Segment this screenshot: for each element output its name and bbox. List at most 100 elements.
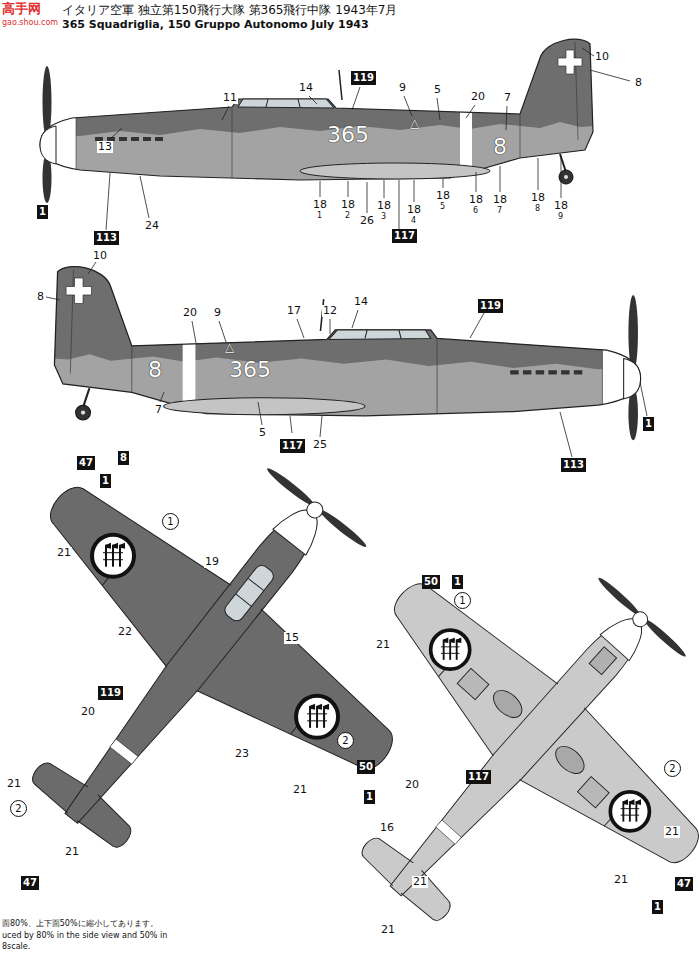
callout-text: 8 bbox=[120, 452, 127, 463]
callout-text: 50 bbox=[424, 576, 438, 587]
callout-text: 1 bbox=[645, 418, 652, 429]
watermark: gao.shou.com bbox=[2, 19, 58, 28]
callout-number: 20 bbox=[182, 307, 198, 319]
callout-number: 21 bbox=[380, 924, 396, 936]
boxed-callout: 117 bbox=[466, 770, 491, 784]
callout-number: 5 bbox=[258, 427, 267, 439]
circled-callout: 2 bbox=[10, 800, 27, 817]
title-text: イタリア空軍 独立第150飛行大隊 第365飛行中隊 1943年7月 bbox=[62, 3, 397, 17]
circled-callout: 2 bbox=[664, 760, 681, 777]
callout-number: 18 bbox=[376, 200, 392, 212]
sub-number: 5 bbox=[439, 203, 446, 212]
callout-text: 117 bbox=[468, 771, 489, 782]
side-view-left bbox=[30, 20, 620, 203]
boxed-callout: 113 bbox=[561, 458, 586, 472]
callout-text: 117 bbox=[282, 440, 303, 451]
callout-number: 8 bbox=[634, 77, 643, 89]
callout-text: 1 bbox=[459, 595, 465, 606]
callout-number: 8 bbox=[36, 291, 45, 303]
callout-number: 25 bbox=[312, 439, 328, 451]
scale-note: 面80%、上下面50%に縮小してあります。 bbox=[2, 920, 158, 929]
callout-text: 119 bbox=[100, 687, 121, 698]
callout-text: 1 bbox=[366, 791, 373, 802]
scale-note: uced by 80% in the side view and 50% in bbox=[2, 932, 167, 941]
boxed-callout: 113 bbox=[94, 231, 119, 245]
boxed-callout: 117 bbox=[392, 229, 417, 243]
circled-callout: 2 bbox=[337, 732, 354, 749]
subtitle-text: 365 Squadriglia, 150 Gruppo Autonomo Jul… bbox=[62, 19, 369, 31]
scale-note: 8scale. bbox=[2, 943, 30, 952]
callout-number: 20 bbox=[80, 706, 96, 718]
sub-number: 2 bbox=[344, 212, 351, 221]
sub-number: 8 bbox=[534, 205, 541, 214]
callout-number: 13 bbox=[97, 141, 113, 153]
boxed-callout: 119 bbox=[478, 299, 503, 313]
callout-text: 2 bbox=[342, 735, 348, 746]
callout-number: 17 bbox=[286, 305, 302, 317]
boxed-callout: 119 bbox=[351, 71, 376, 85]
callout-text: 2 bbox=[669, 763, 675, 774]
fuselage-code: 365 bbox=[229, 358, 271, 382]
callout-number: 18 bbox=[406, 204, 422, 216]
callout-text: 47 bbox=[79, 457, 93, 468]
callout-number: 11 bbox=[222, 92, 238, 104]
callout-number: 20 bbox=[404, 779, 420, 791]
boxed-callout: 119 bbox=[98, 686, 123, 700]
boxed-callout: 50 bbox=[422, 575, 440, 589]
callout-text: 119 bbox=[480, 300, 501, 311]
callout-number: 18 bbox=[340, 199, 356, 211]
callout-text: 1 bbox=[654, 901, 661, 912]
callout-number: 18 bbox=[530, 192, 546, 204]
callout-number: 18 bbox=[312, 199, 328, 211]
callout-number: 24 bbox=[144, 220, 160, 232]
callout-number: 22 bbox=[117, 626, 133, 638]
callout-number: 21 bbox=[6, 778, 22, 790]
sub-number: 7 bbox=[496, 207, 503, 216]
callout-number: 20 bbox=[470, 91, 486, 103]
sub-number: 4 bbox=[410, 217, 417, 226]
callout-number: 21 bbox=[56, 547, 72, 559]
fuselage-code: 8 bbox=[148, 358, 162, 382]
callout-text: 113 bbox=[96, 232, 117, 243]
callout-number: 15 bbox=[284, 632, 300, 644]
boxed-callout: 1 bbox=[364, 790, 375, 804]
callout-text: 113 bbox=[563, 459, 584, 470]
callout-text: 117 bbox=[394, 230, 415, 241]
callout-number: 14 bbox=[298, 82, 314, 94]
boxed-callout: 47 bbox=[675, 877, 693, 891]
bottom-view bbox=[251, 484, 699, 956]
triangle-mark: △ bbox=[225, 341, 234, 354]
callout-number: 21 bbox=[64, 846, 80, 858]
boxed-callout: 47 bbox=[21, 876, 39, 890]
callout-number: 18 bbox=[468, 194, 484, 206]
callout-number: 14 bbox=[353, 296, 369, 308]
callout-number: 19 bbox=[204, 556, 220, 568]
callout-text: 47 bbox=[23, 877, 37, 888]
sub-number: 1 bbox=[316, 212, 323, 221]
callout-number: 21 bbox=[412, 876, 428, 888]
callout-number: 16 bbox=[379, 822, 395, 834]
triangle-mark: △ bbox=[410, 117, 419, 130]
callout-text: 50 bbox=[359, 761, 373, 772]
callout-number: 7 bbox=[154, 404, 163, 416]
callout-number: 9 bbox=[398, 82, 407, 94]
callout-number: 18 bbox=[492, 194, 508, 206]
fuselage-code: 8 bbox=[493, 135, 507, 159]
callout-number: 21 bbox=[664, 826, 680, 838]
boxed-callout: 1 bbox=[452, 575, 463, 589]
callout-number: 7 bbox=[503, 92, 512, 104]
boxed-callout: 1 bbox=[100, 474, 111, 488]
circled-callout: 1 bbox=[454, 592, 471, 609]
boxed-callout: 47 bbox=[77, 456, 95, 470]
callout-text: 119 bbox=[353, 72, 374, 83]
callout-number: 18 bbox=[553, 200, 569, 212]
circled-callout: 1 bbox=[162, 513, 179, 530]
leader-line bbox=[46, 48, 647, 457]
fuselage-code: 365 bbox=[327, 123, 369, 147]
boxed-callout: 117 bbox=[280, 439, 305, 453]
callout-text: 1 bbox=[454, 576, 461, 587]
callout-number: 23 bbox=[234, 748, 250, 760]
sub-number: 6 bbox=[472, 207, 479, 216]
boxed-callout: 50 bbox=[357, 760, 375, 774]
